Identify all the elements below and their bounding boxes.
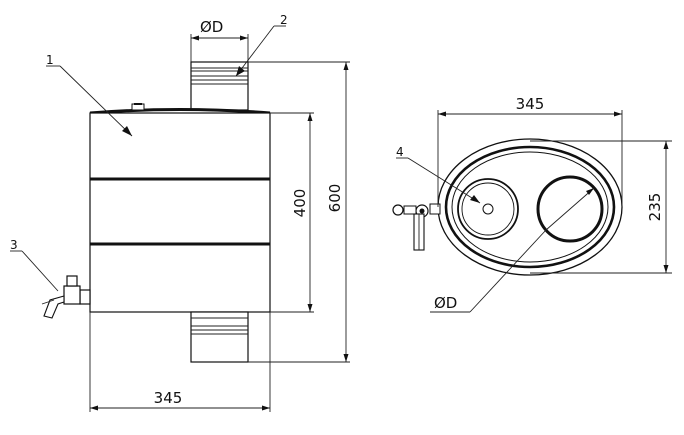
callout-4: 4 xyxy=(396,145,481,204)
dimension-top-width: 345 xyxy=(437,95,623,207)
tank-lid xyxy=(89,103,271,115)
callout-3-label: 3 xyxy=(10,238,18,252)
drain-tap-front xyxy=(41,275,91,319)
dimension-top-depth-label: 235 xyxy=(646,193,664,222)
tank-body xyxy=(89,112,271,313)
callout-2-label: 2 xyxy=(280,13,288,27)
bottom-pipe xyxy=(190,311,249,363)
callout-1-label: 1 xyxy=(46,53,54,67)
dimension-total-height: 600 xyxy=(248,61,350,363)
callout-1: 1 xyxy=(46,53,133,137)
dimension-front-width-label: 345 xyxy=(154,389,183,407)
dimension-hole-diameter-label: ØD xyxy=(434,294,457,312)
filler-opening xyxy=(457,178,519,240)
top-view: 4 ØD 345 235 xyxy=(392,95,672,313)
dimension-hole-diameter: ØD xyxy=(430,187,595,313)
dimension-top-depth: 235 xyxy=(530,140,672,274)
callout-2: 2 xyxy=(235,13,288,77)
dimension-body-height-label: 400 xyxy=(291,189,309,218)
callout-4-label: 4 xyxy=(396,145,404,159)
front-view: 1 2 3 ØD xyxy=(10,13,350,412)
dimension-pipe-diameter-label: ØD xyxy=(200,18,223,36)
dimension-front-width: 345 xyxy=(89,312,271,412)
dimension-pipe-diameter: ØD xyxy=(190,18,249,62)
dimension-total-height-label: 600 xyxy=(326,184,344,213)
dimension-top-width-label: 345 xyxy=(516,95,545,113)
drain-tap-top xyxy=(392,203,441,251)
dimension-body-height: 400 xyxy=(270,112,314,313)
callout-3: 3 xyxy=(10,238,59,292)
